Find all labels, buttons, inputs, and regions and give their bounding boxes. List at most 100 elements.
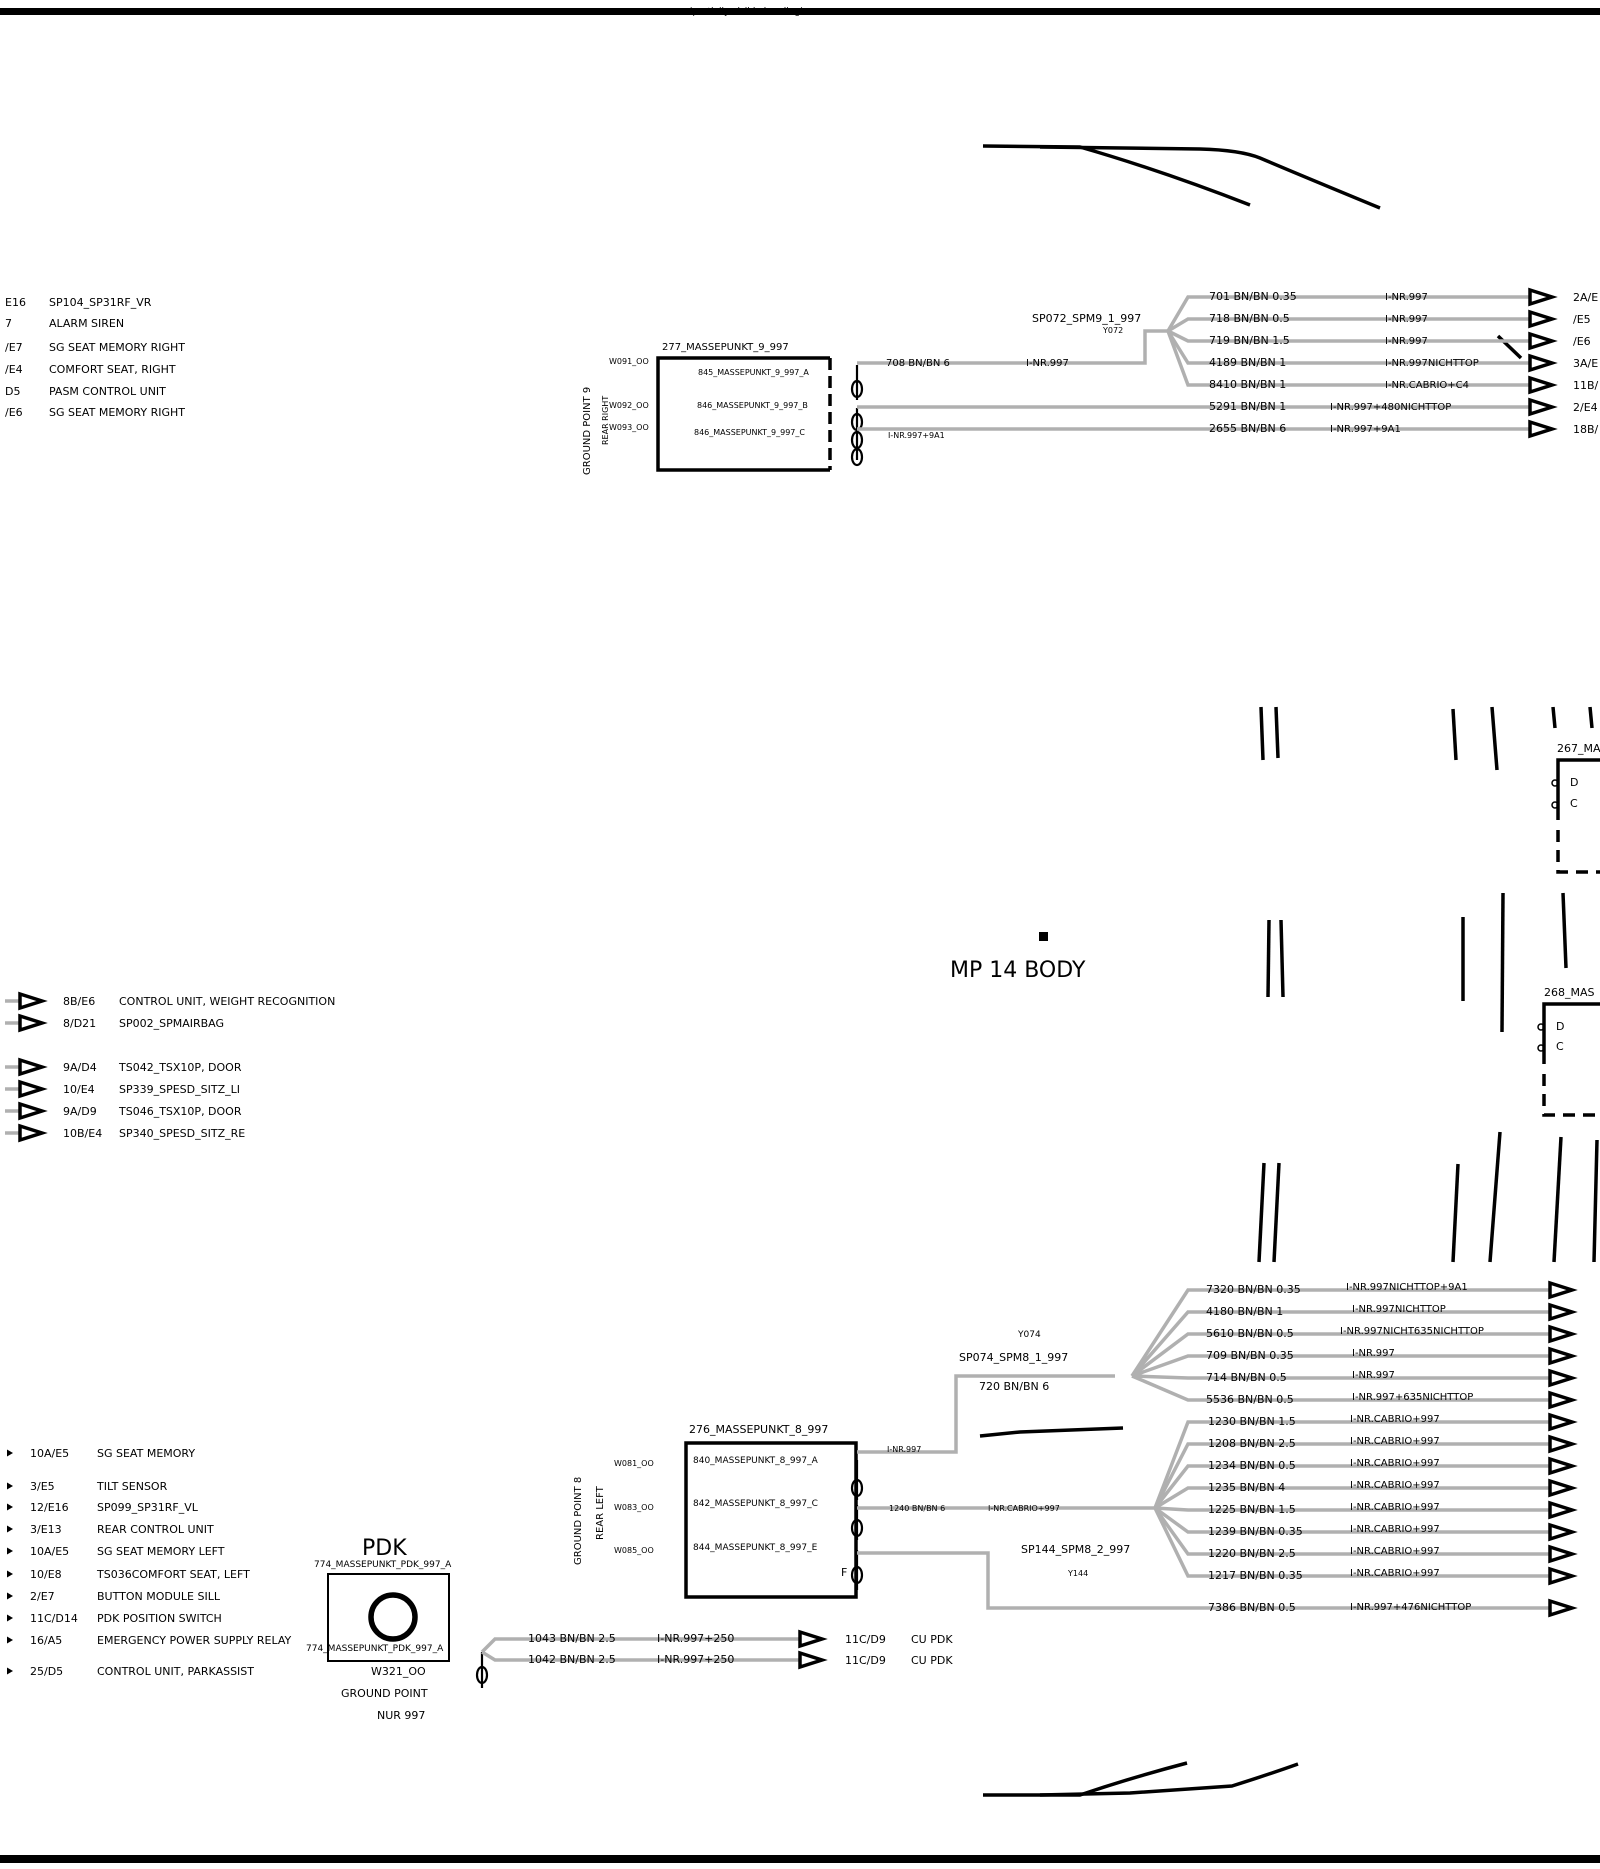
- left-bottom-ref-code: 16/A5: [30, 1634, 62, 1647]
- left-top-ref-label: PASM CONTROL UNIT: [49, 385, 166, 398]
- pdk-ground-label: GROUND POINT: [341, 1687, 428, 1700]
- gp8-wire-inr: I-NR.CABRIO+997: [1350, 1546, 1440, 1557]
- left-mid-ref-code: 8B/E6: [63, 995, 95, 1008]
- box-267-dashed: [1556, 830, 1600, 874]
- gp9-side-sub: REAR RIGHT: [601, 396, 610, 445]
- left-mid-ref-label: SP002_SPMAIRBAG: [119, 1017, 224, 1030]
- gp9-wire-label: 701 BN/BN 0.35: [1209, 290, 1297, 303]
- gp9-pin-b: 846_MASSEPUNKT_9_997_B: [697, 401, 808, 410]
- gp8-wire-inr: I-NR.CABRIO+997: [1350, 1458, 1440, 1469]
- left-mid-ref-code: 10B/E4: [63, 1127, 102, 1140]
- pdk-wire-target: CU PDK: [911, 1633, 953, 1646]
- gp8-wire-label: 709 BN/BN 0.35: [1206, 1349, 1294, 1362]
- left-bottom-ref-label: BUTTON MODULE SILL: [97, 1590, 221, 1603]
- left-bottom-ref-code: 25/D5: [30, 1665, 63, 1678]
- left-top-ref-code: /E6: [5, 406, 23, 419]
- connector-arrow-icon: [1548, 1324, 1578, 1344]
- gp8-connector-1: W081_OO: [614, 1459, 654, 1468]
- gp8-wire-inr: I-NR.997NICHT635NICHTTOP: [1340, 1326, 1484, 1337]
- gp9-connector-3: W093_OO: [609, 423, 649, 432]
- gp9-wire-inr: I-NR.997: [1385, 314, 1428, 325]
- gp8-wire-label: 1230 BN/BN 1.5: [1208, 1415, 1296, 1428]
- pdk-ground-terminal: [475, 1652, 489, 1688]
- gp8-wire-inr: I-NR.997: [1352, 1370, 1395, 1381]
- gp8-wire-line: [1153, 1442, 1550, 1509]
- box-268-terminal-d: [1537, 1023, 1545, 1031]
- left-bottom-ref-label: SG SEAT MEMORY: [97, 1447, 195, 1460]
- gp9-wire-inr: I-NR.CABRIO+C4: [1385, 380, 1469, 391]
- gp8-wire-line: [1153, 1464, 1550, 1510]
- gp8-wire-e: [857, 1551, 1550, 1610]
- gp8-pin-c: 842_MASSEPUNKT_8_997_C: [693, 1499, 818, 1509]
- gp8-wire-label: 5610 BN/BN 0.5: [1206, 1327, 1294, 1340]
- gp9-wire-inr: I-NR.997NICHTTOP: [1385, 358, 1479, 369]
- pdk-wire-inr: I-NR.997+250: [657, 1653, 734, 1666]
- right-box-268: 268_MAS D C: [1537, 986, 1600, 1117]
- gp8-wire-label: 7386 BN/BN 0.5: [1208, 1601, 1296, 1614]
- gp8-box-title: 276_MASSEPUNKT_8_997: [689, 1423, 828, 1436]
- connector-arrow-icon: [18, 991, 48, 1011]
- pdk-wire-ref: 11C/D9: [845, 1633, 886, 1646]
- gp8-ground-terminals: [850, 1460, 864, 1590]
- connector-arrow-icon: [1528, 353, 1558, 373]
- gp8-inr-c: I-NR.CABRIO+997: [988, 1504, 1060, 1513]
- left-mid-ref-label: TS046_TSX10P, DOOR: [118, 1105, 242, 1118]
- pdk-box: [327, 1573, 450, 1662]
- gp9-wire-line: [1167, 317, 1530, 333]
- box-268-pin-c: C: [1556, 1040, 1564, 1053]
- small-arrow-icon: [7, 1547, 13, 1555]
- gp9-wire-label: 4189 BN/BN 1: [1209, 356, 1286, 369]
- pdk-wire-inr: I-NR.997+250: [657, 1632, 734, 1645]
- gp8-wire-inr: I-NR.CABRIO+997: [1350, 1436, 1440, 1447]
- gp8-wire-line: [1154, 1486, 1550, 1510]
- small-arrow-icon: [7, 1525, 13, 1533]
- gp9-box: [656, 356, 830, 472]
- pdk-title: PDK: [362, 1536, 407, 1561]
- gp9-connector-1: W091_OO: [609, 357, 649, 366]
- gp8-wire-line: [1130, 1310, 1550, 1378]
- left-bottom-ref-code: 3/E5: [30, 1480, 55, 1493]
- gp8-wire-line: [1130, 1332, 1550, 1378]
- gp9-wire-line: [1166, 330, 1530, 387]
- gp8-pin-a: 840_MASSEPUNKT_8_997_A: [693, 1456, 819, 1466]
- gp8-wire-label: 7320 BN/BN 0.35: [1206, 1283, 1301, 1296]
- gp9-feed-inr: I-NR.997: [1026, 358, 1069, 369]
- gp8-wire-label: 1234 BN/BN 0.5: [1208, 1459, 1296, 1472]
- gp8-wire-line: [1154, 1506, 1550, 1512]
- left-bottom-ref-code: 12/E16: [30, 1501, 69, 1514]
- harness-curves-top: [982, 144, 1381, 210]
- gp8-wire-label: 1225 BN/BN 1.5: [1208, 1503, 1296, 1516]
- box-267-terminal-d: [1551, 779, 1559, 787]
- left-top-ref-code: /E4: [5, 363, 23, 376]
- box-268-terminal-c: [1537, 1044, 1545, 1052]
- left-bottom-ref-code: 3/E13: [30, 1523, 62, 1536]
- harness-curves-bottom: [983, 1761, 1299, 1797]
- left-top-ref-code: E16: [5, 296, 26, 309]
- gp9-wire-inr: I-NR.997+480NICHTTOP: [1330, 402, 1451, 413]
- left-bottom-ref-label: SG SEAT MEMORY LEFT: [97, 1545, 225, 1558]
- ground-point-8: GROUND POINT 8 REAR LEFT 276_MASSEPUNKT_…: [573, 1280, 1578, 1618]
- connector-arrow-icon: [1548, 1544, 1578, 1564]
- gp8-wire-c-label: 1240 BN/BN 6: [889, 1504, 945, 1513]
- box-267-title: 267_MA: [1557, 742, 1600, 755]
- gp8-connector-3: W083_OO: [614, 1503, 654, 1512]
- bottom-border: [0, 1855, 1600, 1863]
- gp9-wire-line: [1167, 329, 1530, 343]
- small-arrow-icon: [7, 1503, 13, 1511]
- gp8-box: [684, 1441, 858, 1599]
- left-top-ref-code: D5: [5, 385, 20, 398]
- left-bottom-ref-code: 11C/D14: [30, 1612, 78, 1625]
- gp8-wire-label: 4180 BN/BN 1: [1206, 1305, 1283, 1318]
- left-top-ref-label: ALARM SIREN: [49, 317, 124, 330]
- gp9-wire-label: 5291 BN/BN 1: [1209, 400, 1286, 413]
- gp9-wire-label: 8410 BN/BN 1: [1209, 378, 1286, 391]
- gp8-wire-line: [1130, 1288, 1550, 1377]
- top-border: [0, 8, 1600, 15]
- gp9-feed-wire-label: 708 BN/BN 6: [886, 358, 950, 369]
